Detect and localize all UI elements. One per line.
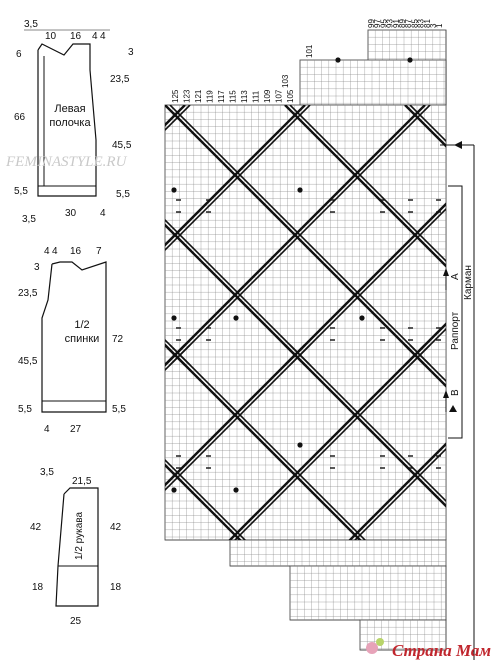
row-number-left: 111 [252, 90, 261, 103]
row-number-mid: 101 [305, 44, 314, 58]
row-number-top: 1 [435, 23, 444, 28]
front-dim-top-left: 3,5 [24, 19, 38, 30]
front-dim-rib-right: 5,5 [116, 189, 130, 200]
label-pocket: Карман [463, 265, 474, 300]
label-repeat: Раппорт [450, 311, 461, 350]
front-dim-top-right2: 4 [100, 31, 106, 42]
marker-a: A [450, 273, 461, 280]
row-number-top: 97 [373, 19, 382, 28]
row-number-left: 117 [217, 90, 226, 103]
back-dim-bottom-width: 27 [70, 424, 82, 435]
sleeve-title: 1/2 рукава [74, 512, 85, 560]
front-title-1: Левая [54, 103, 85, 115]
chart-grid [164, 29, 447, 651]
front-dim-height: 66 [14, 112, 26, 123]
back-dim-top-a: 4 [44, 246, 50, 257]
front-dim-armhole: 23,5 [110, 74, 130, 85]
front-dim-right-small: 3 [128, 47, 134, 58]
front-dim-neck: 10 [45, 31, 57, 42]
back-title-1: 1/2 [74, 319, 89, 331]
back-dim-left-small: 3 [34, 262, 40, 273]
row-number-left: 119 [206, 90, 215, 103]
sleeve-dim-right-cuff: 18 [110, 582, 122, 593]
arrow-top-icon [454, 141, 462, 149]
front-dim-bottom-right: 4 [100, 208, 106, 219]
row-number-top: 95 [379, 19, 388, 28]
front-dim-top-right: 4 [92, 31, 98, 42]
back-dim-bottom-left: 4 [44, 424, 50, 435]
watermark-text: FEMINASTYLE.RU [5, 154, 128, 170]
row-number-top: 83 [417, 19, 426, 28]
back-dim-armhole: 23,5 [18, 288, 38, 299]
front-dim-shoulder: 16 [70, 31, 82, 42]
row-number-top: 89 [398, 19, 407, 28]
row-number-left: 115 [229, 90, 238, 103]
back-dim-rib-right: 5,5 [112, 404, 126, 415]
front-dim-side: 45,5 [112, 140, 132, 151]
back-dim-side: 45,5 [18, 356, 38, 367]
row-number-left: 113 [240, 90, 249, 103]
row-number-top: 99 [367, 19, 376, 28]
row-number-left: 125 [171, 89, 180, 103]
sleeve-dim-left-cuff: 18 [32, 582, 44, 593]
marker-b: B [450, 389, 461, 396]
back-dim-height: 72 [112, 334, 124, 345]
row-number-left: 109 [263, 89, 272, 103]
sleeve-dim-right-upper: 42 [110, 522, 122, 533]
back-title-2: спинки [65, 333, 100, 345]
row-number-left: 123 [183, 89, 192, 103]
back-dim-neck: 7 [96, 246, 102, 257]
row-number-top: 87 [404, 19, 413, 28]
front-dim-left-small: 6 [16, 49, 22, 60]
row-number-top: 3 [429, 23, 438, 28]
sleeve-dim-left-upper: 42 [30, 522, 42, 533]
back-dim-shoulder: 16 [70, 246, 82, 257]
sleeve-dim-top-width: 21,5 [72, 476, 92, 487]
row-number-top: 81 [423, 19, 432, 28]
back-dim-rib-left: 5,5 [18, 404, 32, 415]
row-number-mid: 103 [281, 74, 290, 88]
sleeve-schematic [55, 487, 99, 607]
back-dim-top-b: 4 [52, 246, 58, 257]
front-dim-rib-left: 5,5 [14, 186, 28, 197]
chart-cables [165, 57, 446, 540]
front-schematic [24, 29, 110, 197]
row-number-top: 91 [392, 19, 401, 28]
sleeve-dim-bottom-width: 25 [70, 616, 82, 627]
front-dim-bottom-left: 3,5 [22, 214, 36, 225]
row-number-left: 121 [194, 89, 203, 103]
sleeve-dim-top-left: 3,5 [40, 467, 54, 478]
site-logo: Страна Мам [366, 638, 491, 660]
row-number-top: 93 [386, 19, 395, 28]
logo-text: Страна Мам [392, 641, 491, 660]
arrow-b2-icon [449, 405, 457, 412]
arrow-a-icon [443, 268, 449, 276]
front-title-2: полочка [49, 117, 91, 129]
row-number-left: 105 [286, 89, 295, 103]
row-number-left: 107 [275, 89, 284, 103]
back-schematic [41, 261, 107, 413]
front-dim-bottom-width: 30 [65, 208, 77, 219]
arrow-b-icon [443, 390, 449, 398]
row-number-top: 85 [410, 19, 419, 28]
row-numbers-mid: 101 103 [281, 44, 314, 88]
